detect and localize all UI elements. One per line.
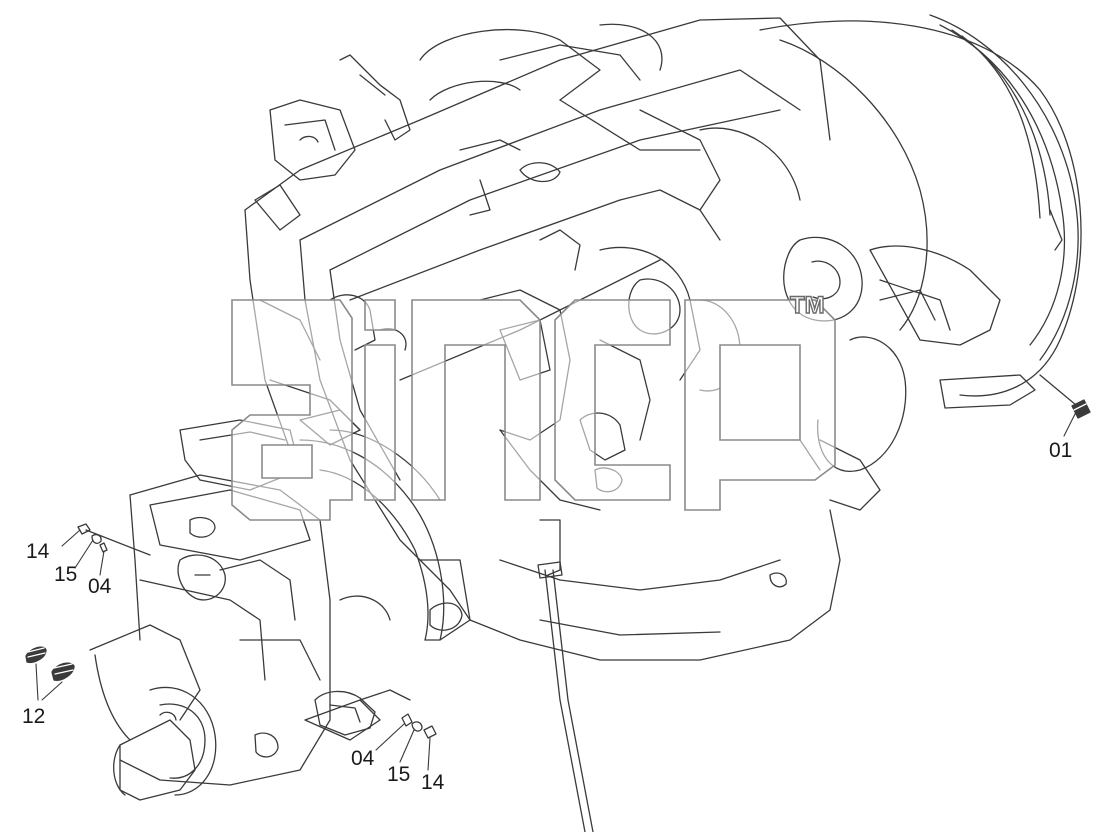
callout-12: 12	[22, 705, 46, 728]
callout-14-bottom: 14	[421, 771, 445, 794]
oil-pan	[469, 509, 841, 661]
fastener-group-left	[77, 523, 151, 556]
engine-block	[244, 199, 661, 621]
front-pump	[314, 689, 411, 736]
dipstick	[537, 561, 594, 832]
callout-15-left: 15	[54, 563, 78, 586]
bolt-part-01	[1039, 374, 1091, 419]
lifting-bracket	[254, 54, 411, 231]
callout-01: 01	[1049, 439, 1073, 462]
spring-parts	[25, 646, 75, 681]
pump-shaft	[89, 624, 217, 801]
callout-04-left: 04	[88, 575, 112, 598]
callout-04-bottom: 04	[351, 747, 375, 770]
flywheel-housing	[759, 14, 1082, 409]
callout-14-left: 14	[26, 540, 50, 563]
watermark-logo	[231, 299, 836, 521]
cylinder-head	[244, 17, 831, 271]
trademark-mark: TM	[789, 291, 825, 319]
callout-15-bottom: 15	[387, 763, 411, 786]
leader-lines	[35, 411, 1077, 771]
fastener-group-bottom	[401, 713, 437, 739]
